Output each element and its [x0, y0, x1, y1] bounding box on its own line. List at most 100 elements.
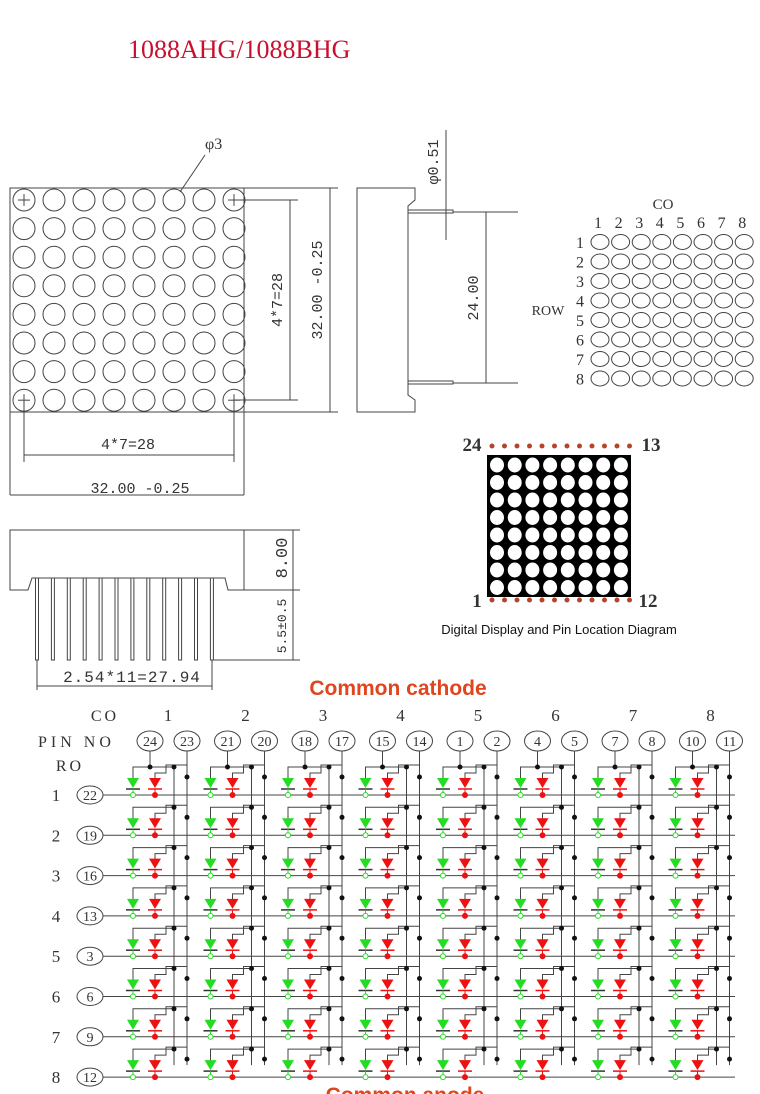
pin-diameter-label: φ0.51: [426, 139, 443, 184]
pin-dot: [552, 443, 557, 449]
anode-bus: [442, 1048, 484, 1062]
row-junction: [384, 953, 391, 960]
front-led: [222, 245, 246, 269]
row-pin-number: 6: [87, 991, 94, 1006]
junction-dot: [404, 1006, 409, 1012]
display-led: [525, 527, 540, 543]
junction-dot: [326, 804, 332, 810]
pin-leg: [98, 577, 103, 661]
pin-leg: [82, 577, 87, 661]
green-led-icon: [282, 898, 294, 909]
red-led-icon: [614, 1060, 626, 1071]
junction-dot: [649, 1016, 655, 1022]
row-junction: [694, 792, 701, 798]
row-junction: [672, 1074, 679, 1081]
front-led: [72, 188, 96, 212]
map-led: [672, 370, 692, 387]
row-junction: [672, 872, 679, 879]
map-column-number: 6: [697, 215, 705, 232]
pin-label-13: 13: [642, 435, 661, 456]
row-junction: [672, 993, 679, 1000]
map-led: [652, 370, 672, 387]
map-row-label: ROW: [532, 304, 565, 319]
display-led: [525, 545, 540, 560]
map-led: [672, 273, 692, 289]
row-junction: [285, 1033, 291, 1040]
red-led-icon: [304, 979, 316, 990]
row-junction: [595, 993, 601, 1000]
junction-dot: [727, 1056, 732, 1062]
junction-dot: [147, 764, 153, 770]
display-led: [525, 562, 540, 578]
anode-bus: [287, 806, 329, 820]
display-led: [507, 475, 522, 490]
map-led: [652, 331, 672, 348]
junction-dot: [326, 925, 332, 931]
red-led-icon: [614, 818, 626, 829]
map-led: [693, 351, 713, 367]
green-led-icon: [127, 979, 139, 990]
row-junction: [440, 1074, 446, 1081]
row-junction: [130, 792, 136, 798]
junction-dot: [249, 925, 254, 931]
junction-dot: [559, 1046, 564, 1052]
display-led: [490, 457, 504, 473]
display-led: [613, 510, 628, 525]
green-led-icon: [592, 858, 604, 869]
display-led: [578, 510, 593, 525]
front-led: [162, 245, 186, 269]
green-led-icon: [437, 898, 449, 909]
junction-dot: [171, 845, 177, 851]
anode-bus: [210, 887, 252, 900]
junction-dot: [727, 895, 732, 901]
green-led-icon: [204, 939, 217, 950]
junction-dot: [572, 1056, 577, 1062]
map-led: [631, 234, 651, 250]
anode-bus: [365, 968, 407, 981]
red-led-icon: [691, 1060, 704, 1071]
display-led: [578, 475, 593, 490]
anode-bus: [520, 968, 562, 981]
display-led: [596, 457, 611, 473]
junction-dot: [714, 1006, 719, 1012]
junction-dot: [572, 976, 577, 981]
green-led-icon: [669, 939, 682, 950]
row-junction: [207, 1074, 214, 1081]
junction-dot: [481, 966, 487, 971]
map-led: [590, 253, 610, 270]
green-led-icon: [127, 858, 139, 869]
front-led: [12, 188, 36, 212]
map-led: [693, 234, 713, 250]
map-led: [734, 312, 754, 328]
column-number: 5: [474, 706, 483, 725]
junction-dot: [184, 935, 190, 941]
display-led: [543, 527, 558, 543]
common-anode-heading: Common anode: [326, 1084, 485, 1094]
green-led-icon: [127, 1019, 139, 1030]
front-view: φ3 4*7=28 32.00 -0.25 4*7=28 32.00 -0.25: [9, 136, 338, 498]
junction-dot: [636, 764, 642, 770]
junction-dot: [184, 976, 190, 981]
junction-dot: [727, 976, 732, 981]
row-junction: [694, 872, 701, 879]
junction-dot: [559, 966, 564, 971]
anode-bus: [520, 806, 562, 820]
row-junction: [384, 872, 391, 879]
junction-dot: [727, 935, 732, 941]
red-led-icon: [304, 939, 316, 950]
display-led: [613, 580, 628, 595]
red-led-icon: [381, 778, 394, 788]
front-led: [12, 302, 36, 326]
row-junction: [285, 953, 291, 960]
junction-dot: [404, 1046, 409, 1052]
anode-bus: [675, 806, 717, 820]
green-led-icon: [592, 818, 604, 829]
anode-bus: [442, 968, 484, 981]
green-led-icon: [359, 939, 372, 950]
row-junction: [307, 912, 313, 919]
pin-dot: [577, 443, 582, 449]
red-led-icon: [536, 818, 549, 829]
column-pin-number: 2: [494, 735, 501, 750]
red-led-icon: [691, 858, 704, 869]
pitch-horizontal-label: 4*7=28: [101, 437, 155, 454]
